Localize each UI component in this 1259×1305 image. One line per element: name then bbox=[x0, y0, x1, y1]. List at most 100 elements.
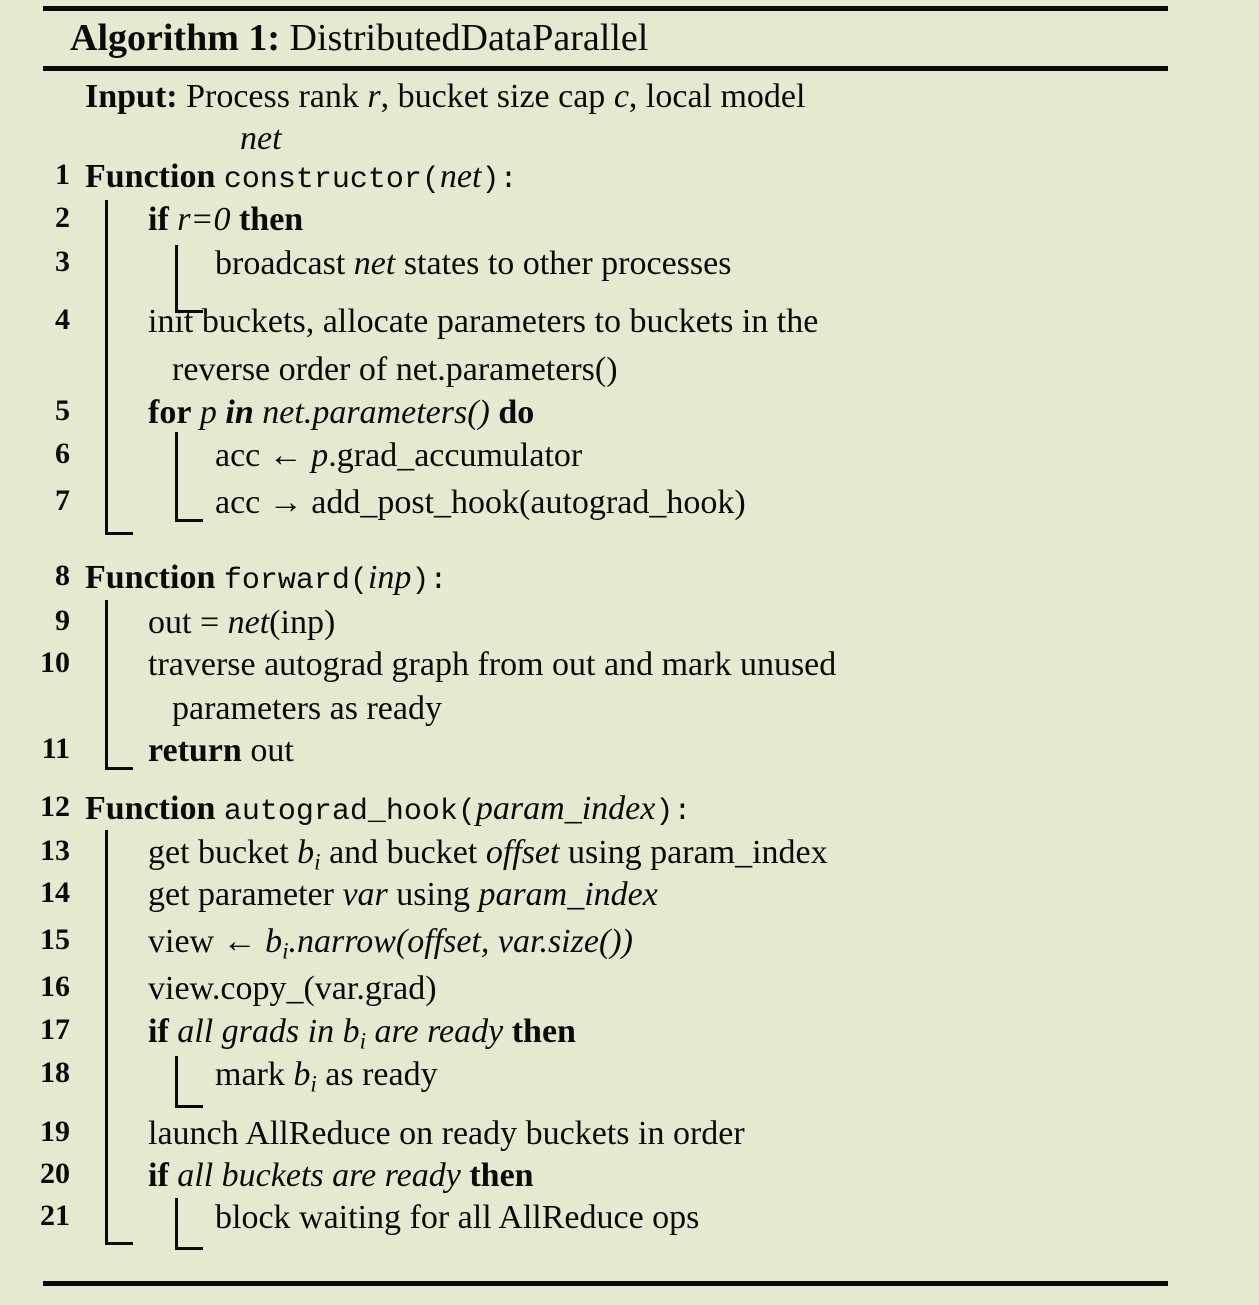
stmt-view-copy: view.copy_(var.grad) bbox=[148, 970, 437, 1007]
kw-if-17: if bbox=[148, 1013, 169, 1050]
kw-function-1: Function bbox=[85, 158, 216, 195]
kw-if-20: if bbox=[148, 1157, 169, 1194]
bottom-rule bbox=[43, 1281, 1168, 1286]
kw-then-20: then bbox=[469, 1157, 534, 1194]
stmt-out-arg: (inp) bbox=[269, 604, 336, 641]
var-bi-18: b bbox=[293, 1056, 311, 1093]
fn-name-forward: forward bbox=[223, 564, 350, 598]
stmt-launch-allreduce: launch AllReduce on ready buckets in ord… bbox=[148, 1115, 745, 1152]
fn-arg-net: net bbox=[439, 158, 482, 195]
kw-in-5: in bbox=[225, 394, 254, 431]
top-rule bbox=[43, 6, 1168, 11]
line-number-12: 12 bbox=[40, 790, 70, 823]
arrow-left-icon-6: ← bbox=[268, 437, 303, 474]
caption-rule bbox=[43, 66, 1168, 71]
stmt-broadcast: broadcast bbox=[215, 245, 346, 282]
indent-guide-if-grads bbox=[175, 1056, 178, 1108]
indent-guide-if-buckets bbox=[175, 1198, 178, 1250]
subscript-i-18: i bbox=[310, 1071, 317, 1098]
stmt-get-parameter: get parameter bbox=[148, 876, 334, 913]
cond-r0: r=0 bbox=[177, 201, 231, 238]
line-number-2: 2 bbox=[55, 201, 70, 234]
stmt-traverse: traverse autograd graph from out and mar… bbox=[148, 646, 837, 683]
indent-foot-if-r0 bbox=[175, 310, 203, 313]
stmt-init-buckets-cont: reverse order of net.parameters() bbox=[172, 351, 618, 388]
algorithm-label: Algorithm 1: bbox=[70, 17, 281, 59]
stmt-using-14: using bbox=[396, 876, 470, 913]
arg-offset-15: offset bbox=[407, 923, 481, 960]
kw-if-2: if bbox=[148, 201, 169, 238]
stmt-and-bucket: and bucket bbox=[329, 834, 478, 871]
line-number-1: 1 bbox=[55, 158, 70, 191]
input-text: Process rank r, bucket size cap c, local… bbox=[186, 78, 806, 115]
kw-return-11: return bbox=[148, 732, 242, 769]
stmt-block-waiting: block waiting for all AllReduce ops bbox=[215, 1199, 700, 1236]
line-number-4: 4 bbox=[55, 303, 70, 336]
fn-arg-inp: inp bbox=[367, 559, 412, 596]
var-net-9: net bbox=[227, 604, 270, 641]
var-acc-7: acc bbox=[215, 484, 261, 521]
line-number-11: 11 bbox=[41, 732, 70, 765]
algorithm-name: DistributedDataParallel bbox=[289, 17, 649, 59]
arrow-right-icon-7: → bbox=[268, 484, 303, 521]
var-param-index-14: param_index bbox=[478, 876, 658, 913]
subscript-i-15: i bbox=[282, 938, 289, 965]
line-number-3: 3 bbox=[55, 245, 70, 278]
line-number-10: 10 bbox=[40, 646, 70, 679]
stmt-init-buckets: init buckets, allocate parameters to buc… bbox=[148, 303, 819, 340]
var-out-11: out bbox=[250, 732, 294, 769]
fn-name-constructor: constructor bbox=[223, 163, 422, 197]
line-number-21: 21 bbox=[40, 1199, 70, 1232]
stmt-broadcast-rest: states to other processes bbox=[403, 245, 732, 282]
line-number-8: 8 bbox=[55, 559, 70, 592]
line-number-9: 9 bbox=[55, 604, 70, 637]
var-p-6: p bbox=[311, 437, 329, 474]
paren-close-15: ) bbox=[621, 923, 633, 960]
indent-guide-fn1 bbox=[105, 200, 108, 535]
var-var-14: var bbox=[342, 876, 388, 913]
line-number-5: 5 bbox=[55, 394, 70, 427]
indent-foot-fn1 bbox=[105, 532, 133, 535]
subscript-i-17: i bbox=[359, 1028, 367, 1055]
var-bi-17: b bbox=[342, 1013, 360, 1050]
kw-then-2: then bbox=[238, 201, 304, 238]
indent-guide-if-r0 bbox=[175, 245, 178, 313]
var-offset-13: offset bbox=[485, 834, 560, 871]
stmt-add-post-hook: add_post_hook(autograd_hook) bbox=[311, 484, 746, 521]
input-continuation: net bbox=[240, 120, 282, 157]
var-bi-13: b bbox=[297, 834, 315, 871]
cond-grads-b: are ready bbox=[374, 1013, 504, 1050]
indent-foot-fn3 bbox=[105, 1242, 133, 1245]
comma-15: , bbox=[480, 923, 490, 960]
indent-guide-for bbox=[175, 432, 178, 522]
kw-then-17: then bbox=[511, 1013, 576, 1050]
fn-arg-param-index: param_index bbox=[475, 790, 656, 827]
var-view-15: view bbox=[148, 923, 215, 960]
kw-function-12: Function bbox=[85, 790, 216, 827]
stmt-mark-rest-18: as ready bbox=[325, 1056, 438, 1093]
line-number-19: 19 bbox=[40, 1115, 70, 1148]
kw-function-8: Function bbox=[85, 559, 216, 596]
line-number-15: 15 bbox=[40, 923, 70, 956]
indent-guide-fn2 bbox=[105, 600, 108, 770]
line-number-16: 16 bbox=[40, 970, 70, 1003]
call-narrow: .narrow( bbox=[288, 923, 408, 960]
line-number-18: 18 bbox=[40, 1056, 70, 1089]
indent-guide-fn3 bbox=[105, 830, 108, 1245]
indent-foot-if-buckets bbox=[175, 1247, 203, 1250]
cond-buckets-ready: all buckets are ready bbox=[177, 1157, 461, 1194]
var-bi-15: b bbox=[265, 923, 283, 960]
kw-for-5: for bbox=[148, 394, 192, 431]
arg-var-size-15: var.size() bbox=[497, 923, 622, 960]
indent-foot-if-grads bbox=[175, 1105, 203, 1108]
indent-foot-for bbox=[175, 519, 203, 522]
line-number-13: 13 bbox=[40, 834, 70, 867]
stmt-get-bucket: get bucket bbox=[148, 834, 289, 871]
indent-foot-fn2 bbox=[105, 767, 133, 770]
line-number-17: 17 bbox=[40, 1013, 70, 1046]
arrow-left-icon-15: ← bbox=[222, 923, 257, 960]
iter-net-parameters: net.parameters() bbox=[262, 394, 490, 431]
stmt-using-param-index-13: using param_index bbox=[567, 834, 828, 871]
input-label: Input: bbox=[85, 78, 178, 115]
